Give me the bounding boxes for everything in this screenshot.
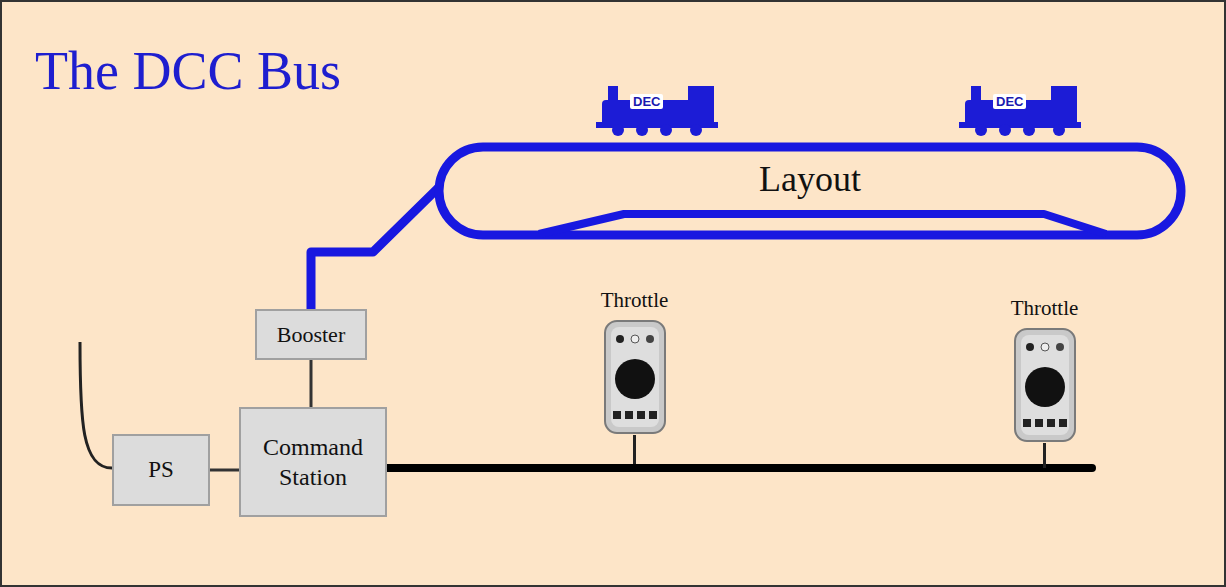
throttle-label: Throttle [987,296,1102,321]
connector-line [311,186,440,309]
connector [311,360,312,407]
booster-box: Booster [255,309,367,360]
locomotive-1 [596,86,718,136]
decoder-label: DEC [630,94,663,109]
connector [210,470,239,471]
command-station-box: Command Station [239,407,387,517]
power-cord [80,342,112,468]
throttle-icon [603,319,667,435]
layout-track: Layout [434,142,1186,240]
connector [311,186,440,309]
throttle-unit: Throttle [987,296,1102,443]
node-label: Booster [277,321,345,349]
connector-line [1043,443,1046,468]
connector-line [310,360,313,407]
throttle-icon [1013,327,1077,443]
throttle-unit: Throttle [577,288,692,435]
decoder-label: DEC [993,94,1026,109]
throttle-label: Throttle [577,288,692,313]
connector-line [387,464,1045,472]
diagram-title: The DCC Bus [35,40,341,102]
power-supply-box: PS [112,434,210,506]
node-label: Layout [755,159,865,199]
connector-line [633,435,636,468]
locomotive-2 [959,86,1081,136]
connector [387,443,1045,468]
connector-line [210,469,239,472]
bus-end [1042,464,1092,472]
node-label: Command Station [247,432,379,492]
connector [387,435,635,468]
node-label: PS [148,456,174,485]
